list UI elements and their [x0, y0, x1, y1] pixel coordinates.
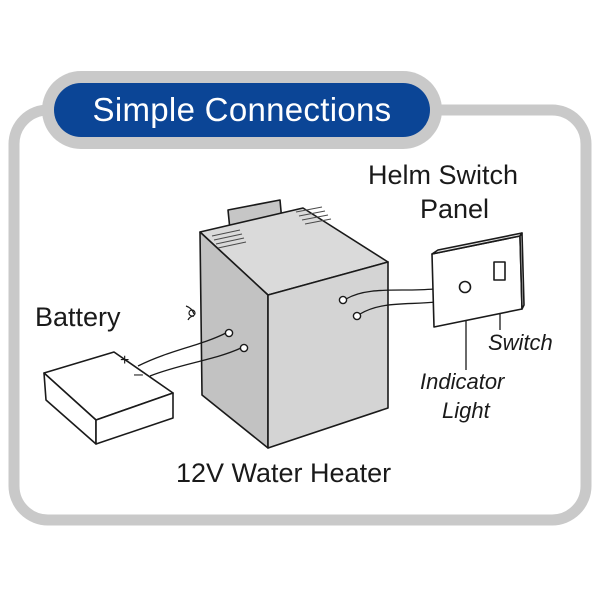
switch-icon — [493, 261, 506, 281]
helm-switch-panel — [431, 232, 525, 328]
label-battery: Battery — [35, 302, 121, 332]
wire-panel-1 — [345, 288, 435, 300]
water-heater-box — [199, 199, 389, 449]
heater-vents — [211, 206, 332, 249]
heater-side-fitting — [185, 305, 196, 321]
label-panel: Panel — [420, 194, 490, 224]
terminal-panel-1 — [338, 295, 348, 305]
terminal-panel-2 — [352, 311, 362, 321]
label-indicator: Indicator — [420, 369, 505, 394]
battery-plus-sign: + — [120, 352, 130, 369]
indicator-light-icon — [458, 280, 472, 294]
wire-panel-2 — [359, 301, 437, 315]
label-light: Light — [442, 398, 490, 423]
battery-box — [43, 351, 174, 445]
heater-front-face — [267, 261, 389, 449]
label-switch: Switch — [488, 330, 553, 355]
terminal-battery-2 — [239, 343, 249, 353]
diagram-title: Simple Connections — [92, 91, 392, 128]
battery-front-face — [95, 392, 174, 445]
title-badge-inner: Simple Connections — [54, 83, 430, 137]
battery-minus-sign: – — [134, 366, 143, 383]
label-helm-switch: Helm Switch — [368, 160, 519, 190]
wire-battery-positive — [137, 332, 227, 367]
wire-battery-negative — [149, 347, 242, 377]
terminal-battery-1 — [224, 328, 234, 338]
label-water-heater: 12V Water Heater — [176, 458, 392, 488]
panel-side-edge — [519, 232, 525, 310]
heater-terminals — [224, 295, 362, 353]
title-badge: Simple Connections — [42, 71, 442, 149]
